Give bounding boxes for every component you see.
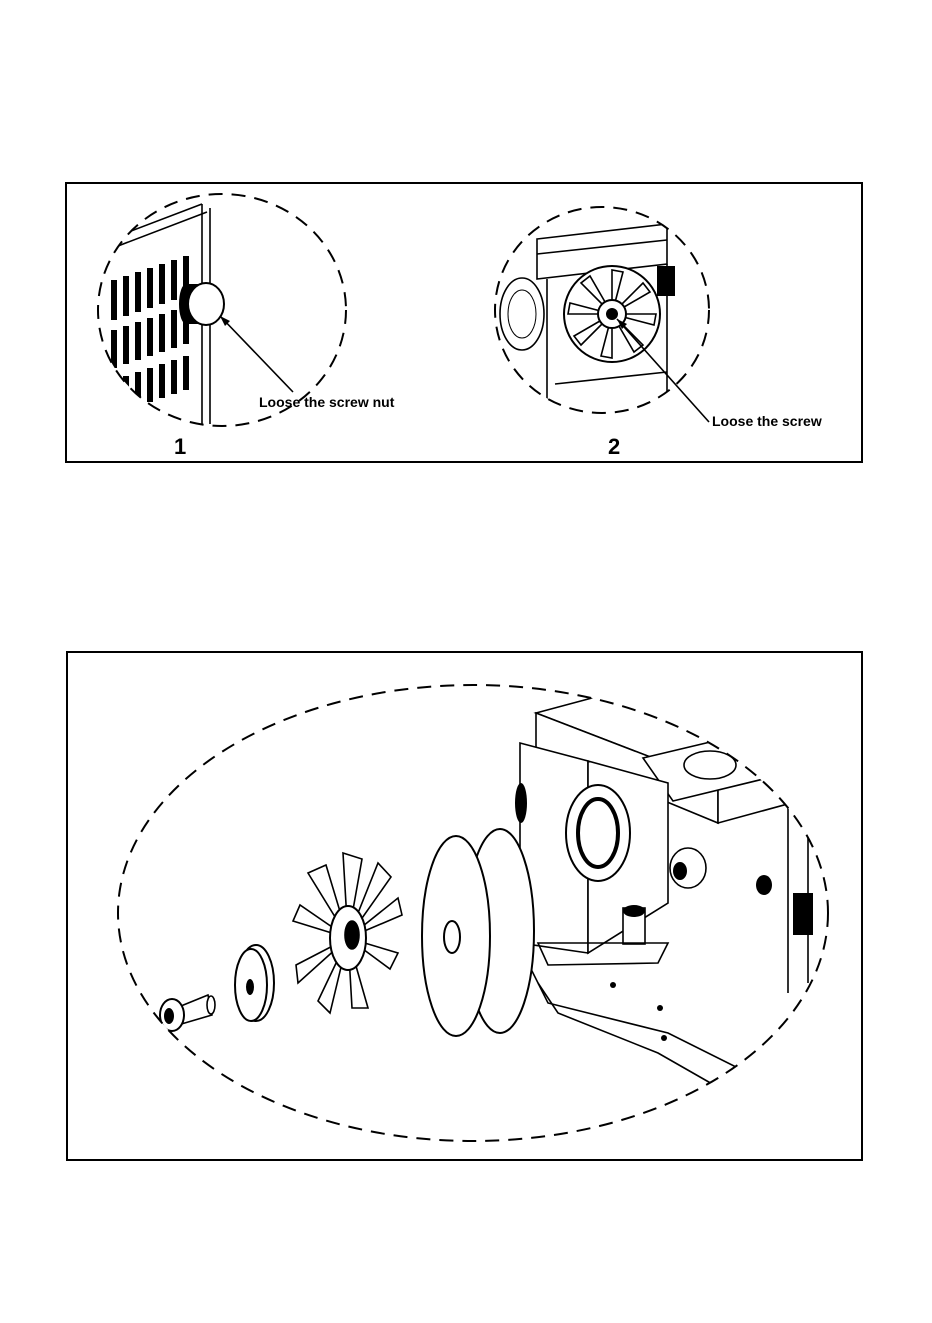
exploded-view-illustration	[68, 653, 865, 1163]
cap-screw	[160, 995, 215, 1031]
screw-nut	[179, 283, 224, 325]
motor-disc	[422, 829, 534, 1036]
exploded-parts	[160, 683, 828, 1093]
vent-slots	[111, 256, 189, 414]
callout-step-2: Loose the screw	[712, 413, 822, 429]
detail-1-housing	[97, 204, 224, 424]
step-number-2: 2	[608, 434, 620, 460]
detail-2-fan-assembly	[500, 224, 675, 424]
exploded-view-panel	[66, 651, 863, 1161]
leader-line-2	[617, 319, 709, 422]
washer	[235, 945, 274, 1021]
fan-impeller	[293, 853, 402, 1013]
step-number-1: 1	[174, 434, 186, 460]
callout-step-1: Loose the screw nut	[259, 394, 394, 410]
leader-line-1	[220, 316, 293, 392]
steps-panel: Loose the screw nut 1 Loose the screw 2	[65, 182, 863, 463]
motor-housing	[515, 683, 828, 1093]
